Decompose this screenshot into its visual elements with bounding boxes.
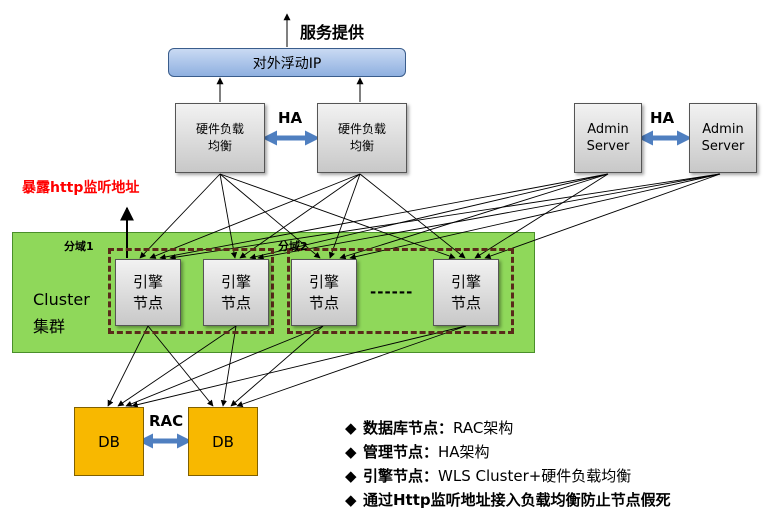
- connector-arrow: [249, 173, 609, 260]
- db-right: DB: [188, 407, 258, 476]
- connector-arrow: [328, 173, 361, 259]
- legend-item-title: 通过Http监听地址接入负载均衡防止节点假死: [363, 491, 671, 509]
- diamond-bullet-icon: ◆: [345, 443, 357, 461]
- connector-arrow: [125, 325, 324, 407]
- legend-item: ◆ 数据库节点：RAC架构: [345, 417, 513, 438]
- legend-item-title: 管理节点：: [363, 443, 439, 461]
- legend-item-text: WLS Cluster+硬件负载均衡: [438, 467, 632, 485]
- legend-item-text: RAC架构: [453, 419, 514, 437]
- connector-arrow: [117, 325, 237, 407]
- domain-2-label: 分域2: [278, 240, 308, 253]
- connector-arrow: [147, 325, 214, 407]
- connector-arrow: [107, 325, 149, 407]
- connector-arrow: [219, 173, 321, 259]
- load-balancer-left: 硬件负载 均衡: [175, 103, 265, 173]
- diamond-bullet-icon: ◆: [345, 491, 357, 509]
- connector-arrow: [236, 325, 467, 408]
- db-rac-label: RAC: [149, 412, 184, 430]
- http-exposure-label: 暴露http监听地址: [22, 180, 140, 196]
- connector-arrow: [349, 173, 721, 260]
- connector-arrow: [230, 325, 324, 407]
- connector-arrow: [484, 173, 721, 260]
- diamond-bullet-icon: ◆: [345, 419, 357, 437]
- connector-arrow: [159, 173, 609, 261]
- lb-ha-label: HA: [278, 109, 303, 127]
- domain-1-box: [108, 248, 274, 334]
- connector-arrow: [257, 173, 721, 261]
- connector-arrow: [139, 173, 221, 259]
- engine-ellipsis: ------: [370, 283, 414, 301]
- connector-arrow: [149, 173, 361, 259]
- connector-arrow: [474, 173, 609, 259]
- connector-arrow: [169, 173, 721, 261]
- engine-node: 引擎 节点: [433, 259, 499, 326]
- cluster-label-zh: 集群: [33, 317, 66, 336]
- connector-arrow: [339, 173, 609, 260]
- legend-item: ◆ 管理节点：HA架构: [345, 441, 490, 462]
- admin-server-right: Admin Server: [689, 103, 757, 173]
- legend-item-title: 数据库节点：: [363, 419, 454, 437]
- admin-ha-label: HA: [650, 109, 675, 127]
- engine-node: 引擎 节点: [115, 259, 181, 326]
- connector-arrow: [219, 173, 456, 260]
- cluster-label-en: Cluster: [33, 290, 90, 309]
- connector-arrow: [220, 325, 237, 407]
- connector-arrow: [131, 325, 467, 408]
- service-provider-label: 服务提供: [300, 23, 365, 42]
- engine-node: 引擎 节点: [203, 259, 269, 326]
- admin-server-left: Admin Server: [574, 103, 642, 173]
- domain-2-box: [287, 248, 514, 334]
- domain-1-label: 分域1: [64, 240, 94, 253]
- floating-ip-bar: 对外浮动IP: [168, 48, 406, 77]
- load-balancer-right: 硬件负载 均衡: [317, 103, 407, 173]
- connector-arrow: [359, 173, 466, 259]
- legend-item: ◆ 引擎节点：WLS Cluster+硬件负载均衡: [345, 465, 631, 486]
- db-left: DB: [74, 407, 144, 476]
- legend-item: ◆ 通过Http监听地址接入负载均衡防止节点假死: [345, 489, 671, 510]
- legend-item-text: HA架构: [438, 443, 490, 461]
- legend-item-title: 引擎节点：: [363, 467, 439, 485]
- diamond-bullet-icon: ◆: [345, 467, 357, 485]
- engine-node: 引擎 节点: [291, 259, 357, 326]
